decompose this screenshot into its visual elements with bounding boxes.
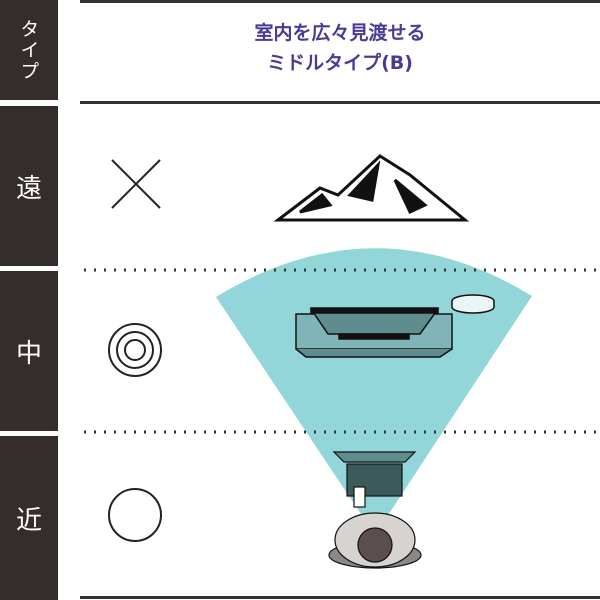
type-title: 室内を広々見渡せる ミドルタイプ(B): [80, 18, 600, 78]
row-label-mid: 中: [0, 271, 58, 431]
row-label-far: 遠: [0, 106, 58, 266]
row-label-near: 近: [0, 436, 58, 600]
type-label: タイプ: [17, 18, 40, 82]
title-line-1: 室内を広々見渡せる: [254, 22, 426, 44]
tv-icon: [295, 307, 453, 358]
far-label: 遠: [15, 173, 42, 204]
near-label: 近: [15, 505, 42, 536]
header-divider: [80, 101, 600, 104]
circle-icon: [108, 488, 162, 542]
mid-label: 中: [15, 338, 42, 369]
double-circle-icon: [108, 323, 162, 377]
smoke-detector-icon: [451, 294, 495, 314]
person-with-laptop-icon: [328, 451, 422, 569]
top-divider: [80, 0, 600, 3]
type-header-cell: タイプ: [0, 0, 58, 100]
bottom-divider: [80, 596, 600, 599]
title-line-2: ミドルタイプ(B): [267, 52, 413, 74]
cross-icon: [111, 159, 161, 209]
field-of-view: [216, 248, 532, 535]
mountain-icon: [273, 154, 470, 222]
